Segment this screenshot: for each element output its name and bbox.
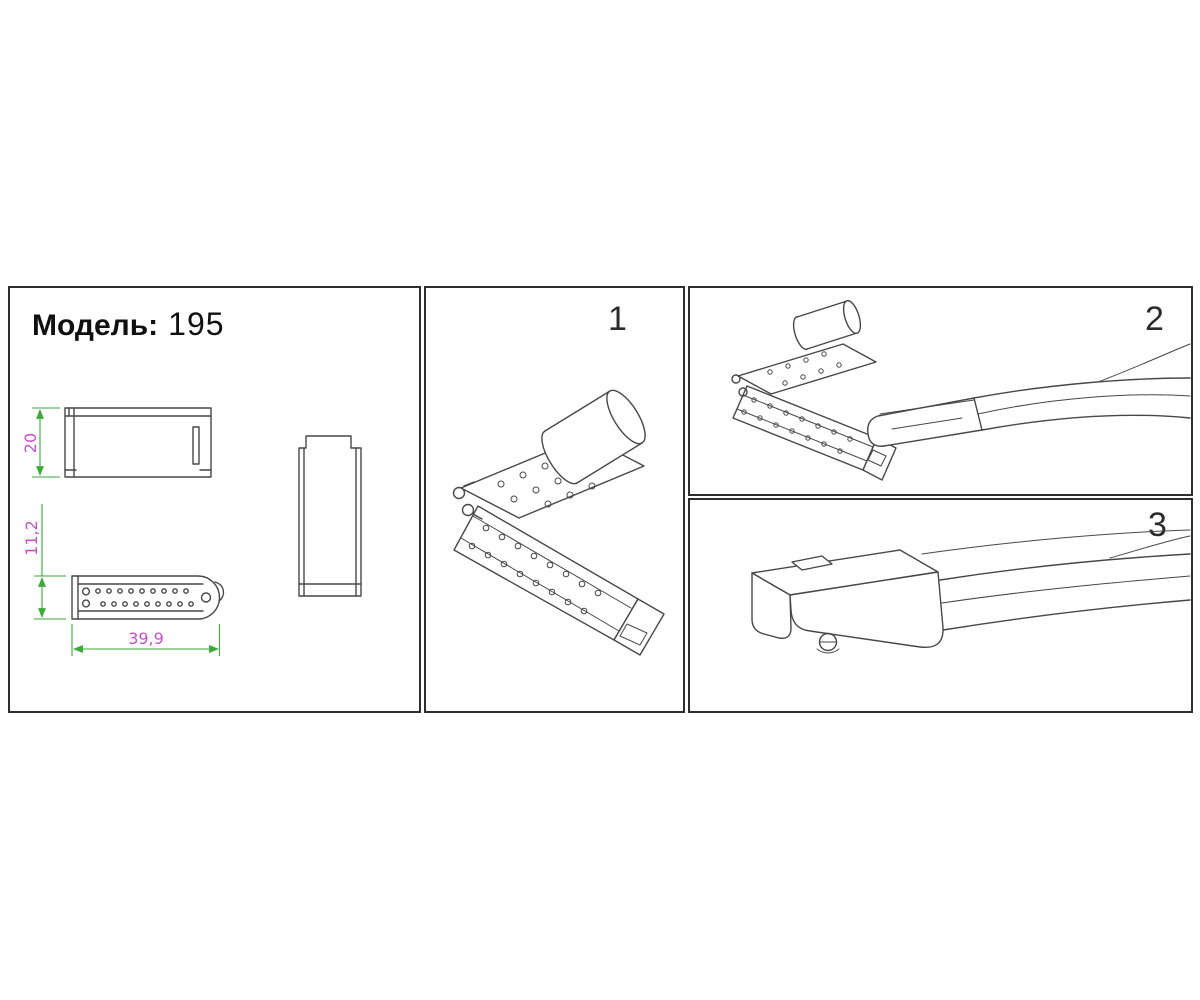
panel-step-3: 3 <box>688 498 1193 713</box>
open-clip-small <box>731 299 897 481</box>
model-drawings: 20 <box>21 407 362 656</box>
model-label: Модель: <box>32 309 159 342</box>
dimension-width-label: 39,9 <box>128 629 164 648</box>
clip-lower-band <box>453 505 665 656</box>
top-view-drawing <box>71 575 225 620</box>
strap-insert-drawing <box>731 299 1191 481</box>
dimension-width: 39,9 <box>71 624 221 656</box>
strap-with-tip <box>867 343 1191 447</box>
model-number: 195 <box>168 306 225 342</box>
closed-clip-box <box>751 549 944 654</box>
closed-clip-drawing <box>751 529 1191 654</box>
panel-model-specs: Модель: 195 <box>8 286 421 713</box>
dimension-front-height-label: 20 <box>21 433 40 453</box>
open-clip-drawing <box>452 389 665 656</box>
dimension-profile-height: 11,2 <box>22 504 66 620</box>
panel-step-1: 1 <box>424 286 685 713</box>
model-title: Модель: 195 <box>32 306 225 343</box>
strap-far-edge <box>921 529 1191 555</box>
strap <box>939 535 1191 631</box>
panel-step-2: 2 <box>688 286 1193 496</box>
dimension-front-height: 20 <box>21 407 60 478</box>
step-1-number: 1 <box>608 300 627 338</box>
clip-roller <box>541 389 646 485</box>
dimension-profile-height-label: 11,2 <box>22 520 41 556</box>
clip-hinge <box>452 481 483 520</box>
side-view-drawing <box>298 435 362 597</box>
step-2-number: 2 <box>1145 300 1164 338</box>
front-view-drawing <box>64 407 212 478</box>
step-3-number: 3 <box>1148 506 1167 544</box>
